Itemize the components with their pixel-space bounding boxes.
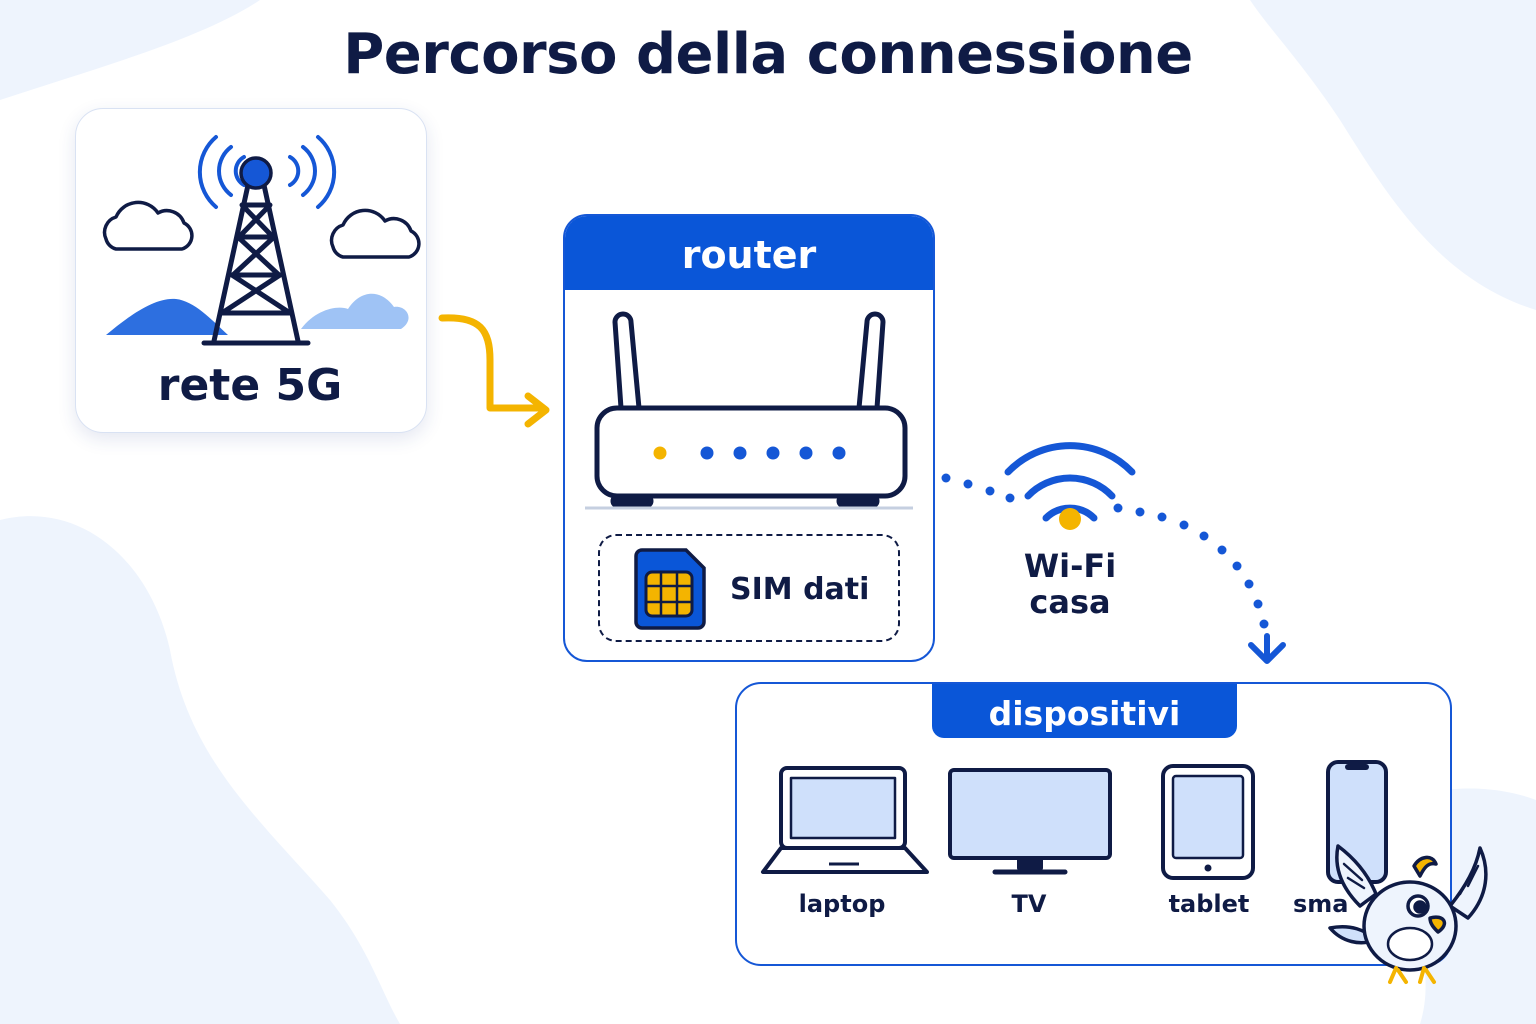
laptop-icon <box>761 766 929 874</box>
devices-card: dispositivi laptop TV tablet sma <box>735 682 1452 966</box>
source-card-5g <box>75 108 427 433</box>
dotted-path <box>941 473 1269 629</box>
tv-icon <box>948 768 1112 875</box>
wifi-label-line2: casa <box>1029 583 1111 621</box>
page-title: Percorso della connessione <box>343 22 1193 87</box>
arrow-5g-to-router <box>438 314 544 412</box>
sim-label: SIM dati <box>730 572 870 607</box>
tablet-icon <box>1161 764 1255 880</box>
cell-tower-icon <box>102 135 421 346</box>
source-label: rete 5G <box>157 360 343 411</box>
device-icons <box>761 760 1388 884</box>
device-label-smartphone: sma <box>1293 890 1349 918</box>
devices-title: dispositivi <box>932 684 1237 738</box>
device-label-tv: TV <box>1011 890 1047 918</box>
bird-mascot-icon <box>1328 844 1488 984</box>
sim-card-icon <box>634 548 706 630</box>
wifi-icon <box>1004 442 1136 522</box>
router-card: router SIM dati <box>563 214 935 662</box>
router-title: router <box>565 216 933 290</box>
router-icon <box>585 311 913 510</box>
wifi-label: Wi-Fi casa <box>990 548 1150 620</box>
wifi-label-line1: Wi-Fi <box>1023 547 1117 585</box>
sim-box: SIM dati <box>598 534 900 642</box>
device-label-tablet: tablet <box>1168 890 1250 918</box>
cloud-icon <box>102 200 194 251</box>
device-label-laptop: laptop <box>798 890 886 918</box>
